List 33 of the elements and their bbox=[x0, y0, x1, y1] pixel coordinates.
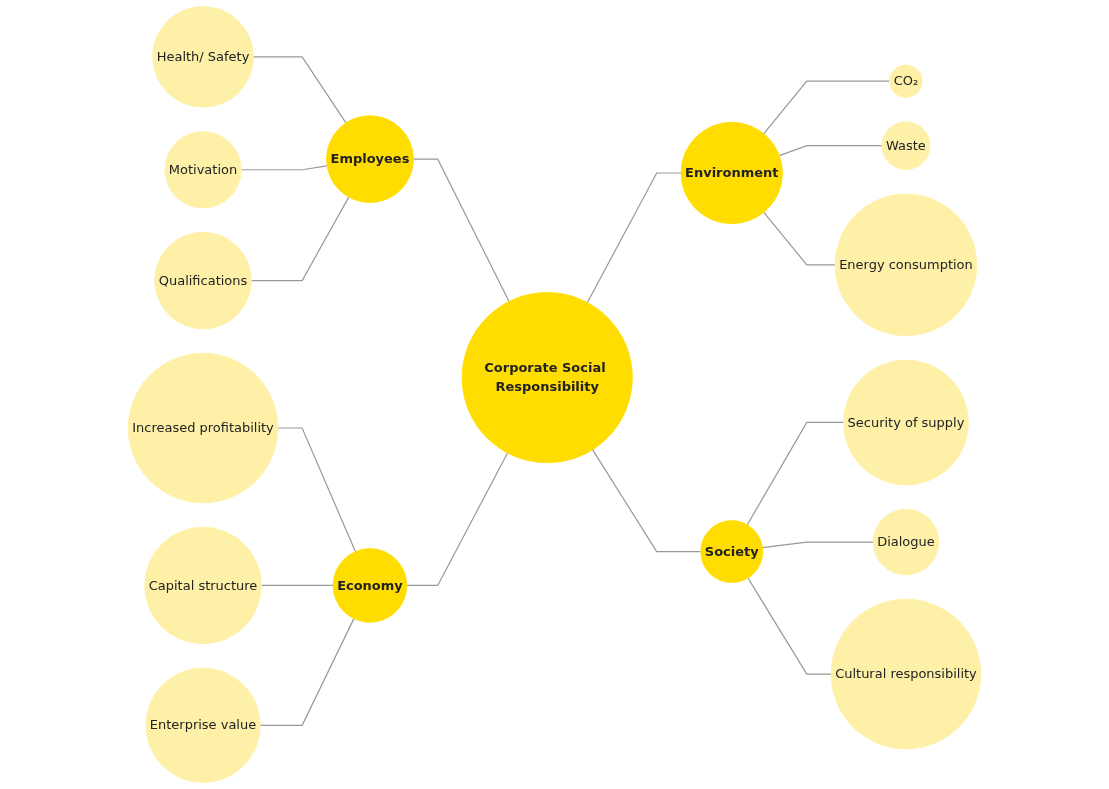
connector bbox=[277, 427, 356, 553]
node-circle: Economy bbox=[332, 548, 408, 623]
connector bbox=[761, 541, 874, 549]
node-circle: Energy consumption bbox=[834, 193, 978, 337]
node-circle: Dialogue bbox=[872, 508, 940, 576]
node-circle: Waste bbox=[881, 121, 931, 171]
connector bbox=[746, 421, 845, 526]
node-circle: Employees bbox=[326, 115, 414, 204]
connector bbox=[250, 196, 350, 282]
connector bbox=[240, 165, 328, 171]
connector bbox=[259, 618, 355, 726]
connector bbox=[763, 80, 891, 135]
connector bbox=[406, 452, 509, 587]
node-circle: Corporate Social Responsibility bbox=[461, 292, 633, 464]
node-circle: CO₂ bbox=[889, 64, 923, 98]
node-circle: Society bbox=[700, 520, 764, 583]
node-circle: Security of supply bbox=[843, 359, 969, 486]
node-circle: Qualifications bbox=[154, 231, 252, 330]
connector bbox=[591, 449, 702, 553]
node-circle: Environment bbox=[680, 121, 783, 225]
node-circle: Cultural responsibility bbox=[830, 598, 982, 750]
node-circle: Motivation bbox=[164, 131, 242, 209]
node-circle: Health/ Safety bbox=[152, 6, 254, 108]
connector bbox=[252, 56, 347, 124]
connector bbox=[260, 584, 334, 587]
connector bbox=[763, 211, 836, 266]
node-circle: Increased profitability bbox=[127, 352, 279, 504]
connector bbox=[778, 145, 883, 157]
connector bbox=[747, 577, 832, 675]
connector bbox=[586, 172, 682, 304]
node-circle: Enterprise value bbox=[145, 667, 261, 783]
node-circle: Capital structure bbox=[144, 526, 262, 645]
connector bbox=[412, 158, 510, 303]
